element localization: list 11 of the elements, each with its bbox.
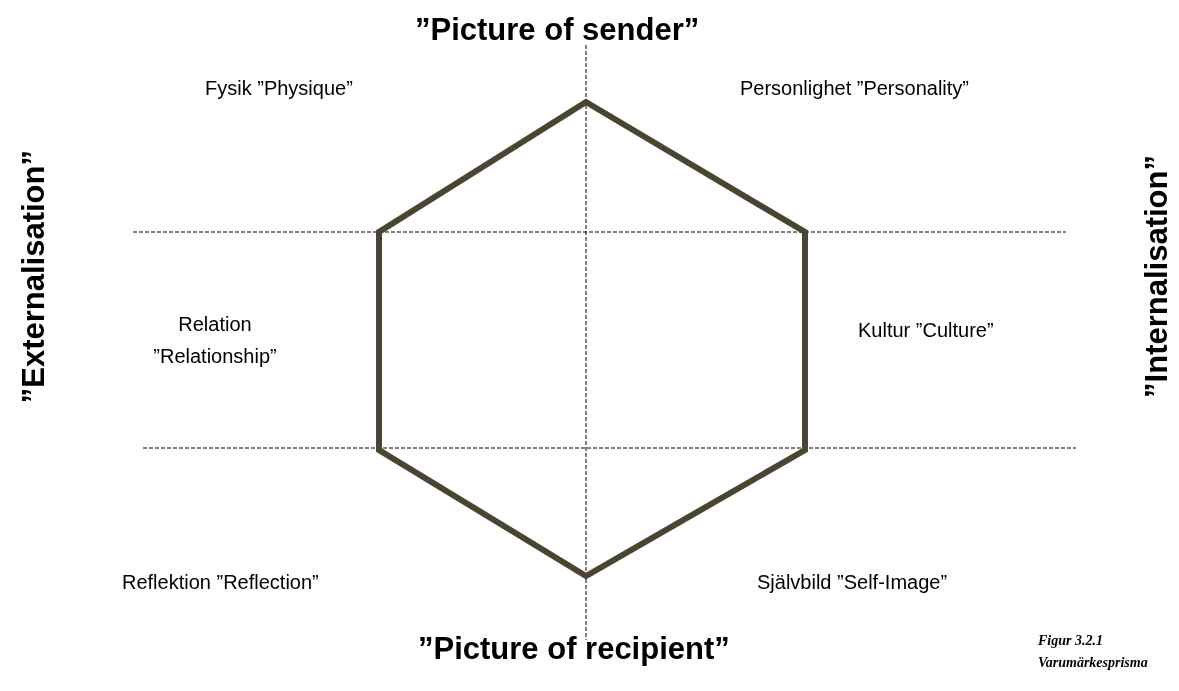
facet-label: Relation ”Relationship”: [152, 312, 278, 369]
facet-label: Reflektion ”Reflection”: [122, 570, 319, 594]
axis-title: ”Internalisation”: [1139, 155, 1175, 398]
facet-label: Självbild ”Self-Image”: [757, 570, 948, 594]
facet-label: Personlighet ”Personality”: [740, 76, 969, 100]
axis-title: ”Externalisation”: [16, 150, 52, 404]
axis-title: ”Picture of sender”: [415, 12, 700, 48]
axis-title: ”Picture of recipient”: [418, 631, 730, 667]
figure-caption: Figur 3.2.1 Varumärkesprisma: [1038, 632, 1148, 672]
facet-label: Kultur ”Culture”: [858, 318, 994, 342]
facet-label: Fysik ”Physique”: [205, 76, 353, 100]
